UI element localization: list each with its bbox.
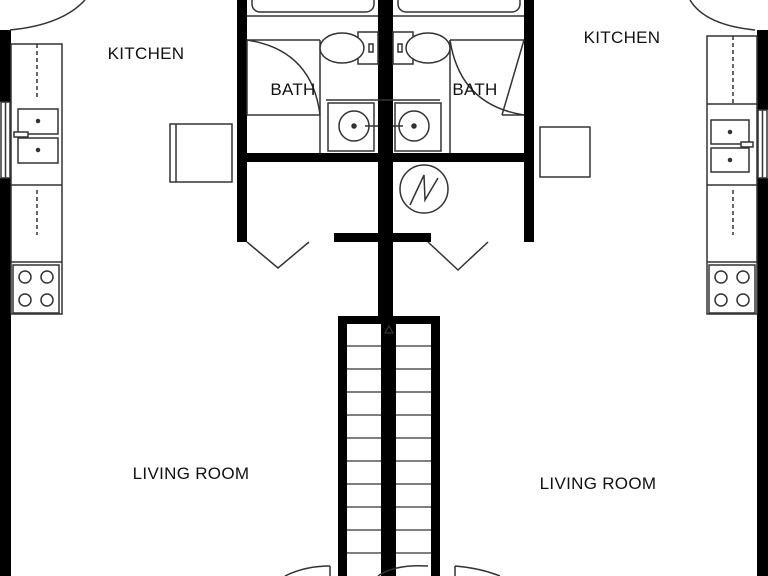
staircase bbox=[338, 316, 440, 576]
bath-door-left bbox=[246, 39, 321, 116]
closet-door-right bbox=[427, 241, 489, 272]
bathtub-left bbox=[251, 0, 375, 13]
room-label-bath-right: BATH bbox=[452, 80, 497, 99]
left-wall-upper bbox=[0, 30, 11, 102]
door-swing-top-left bbox=[9, 0, 86, 31]
bath-wall-right bbox=[524, 0, 534, 242]
kitchen-sink-right bbox=[710, 119, 754, 173]
closet-door-left bbox=[246, 241, 310, 269]
stair-up-arrow-icon bbox=[383, 324, 395, 334]
sink-left bbox=[327, 102, 378, 152]
right-wall-upper bbox=[757, 30, 768, 110]
bathtub-right bbox=[397, 0, 521, 13]
bath-door-right bbox=[449, 39, 525, 116]
room-label-living-left: LIVING ROOM bbox=[133, 464, 250, 483]
bath-wall-left bbox=[237, 0, 247, 242]
left-wall-lower bbox=[0, 178, 11, 576]
closet-front-wall bbox=[334, 233, 431, 242]
room-label-kitchen-right: KITCHEN bbox=[584, 28, 661, 47]
window-right bbox=[757, 109, 768, 179]
water-heater-icon bbox=[399, 164, 449, 214]
door-swing-top-right bbox=[689, 0, 756, 31]
refrigerator-left bbox=[169, 123, 233, 183]
exterior-walls bbox=[0, 30, 768, 576]
right-wall-lower bbox=[757, 178, 768, 576]
kitchen-sink-left bbox=[13, 108, 59, 164]
room-label-bath-left: BATH bbox=[270, 80, 315, 99]
stove-left bbox=[12, 264, 60, 314]
bath-wall-horizontal bbox=[247, 153, 524, 162]
entry-door-swings bbox=[284, 564, 501, 576]
room-label-kitchen-left: KITCHEN bbox=[108, 44, 185, 63]
sink-right bbox=[393, 102, 442, 152]
refrigerator-right bbox=[539, 126, 591, 178]
toilet-right bbox=[392, 31, 451, 65]
room-label-living-right: LIVING ROOM bbox=[540, 474, 657, 493]
stove-right bbox=[708, 264, 756, 314]
toilet-left bbox=[319, 31, 379, 65]
window-left bbox=[0, 101, 11, 179]
